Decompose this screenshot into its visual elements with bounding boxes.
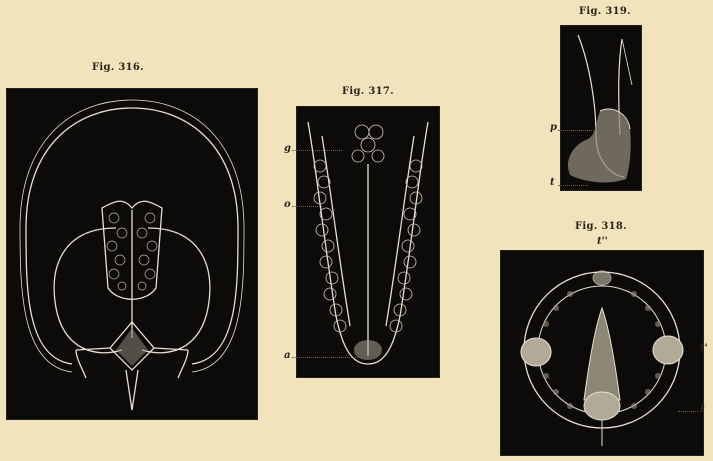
fig-317-label-g: g [284, 143, 291, 154]
fig-317-leader-o [292, 206, 322, 207]
fig-319-caption: Fig. 319. [579, 6, 631, 17]
fig-319-label-p: p [550, 122, 557, 133]
fig-317-illustration [296, 106, 440, 378]
fig-317-label-o: o [284, 199, 291, 210]
fig-317-plate [296, 106, 440, 378]
fig-319-illustration [560, 25, 642, 191]
fig-318-label-t-prime: t' [700, 343, 708, 354]
fig-316-illustration [6, 88, 258, 420]
fig-317-leader-a [292, 357, 362, 358]
fig-318-leader-t [678, 411, 698, 412]
fig-318-label-t-double-prime: t'' [597, 236, 608, 247]
fig-317-leader-g [292, 150, 342, 151]
fig-318-plate [500, 250, 704, 456]
fig-318-label-t: t [700, 404, 705, 415]
fig-319-plate [560, 25, 642, 191]
fig-316-caption: Fig. 316. [92, 62, 144, 73]
fig-316-plate [6, 88, 258, 420]
fig-317-label-a: a [284, 350, 290, 361]
fig-319-leader-t [558, 185, 588, 186]
fig-318-caption: Fig. 318. [575, 221, 627, 232]
fig-318-illustration [500, 250, 704, 456]
fig-317-caption: Fig. 317. [342, 86, 394, 97]
fig-319-leader-p [558, 130, 598, 131]
fig-319-label-t: t [550, 177, 555, 188]
